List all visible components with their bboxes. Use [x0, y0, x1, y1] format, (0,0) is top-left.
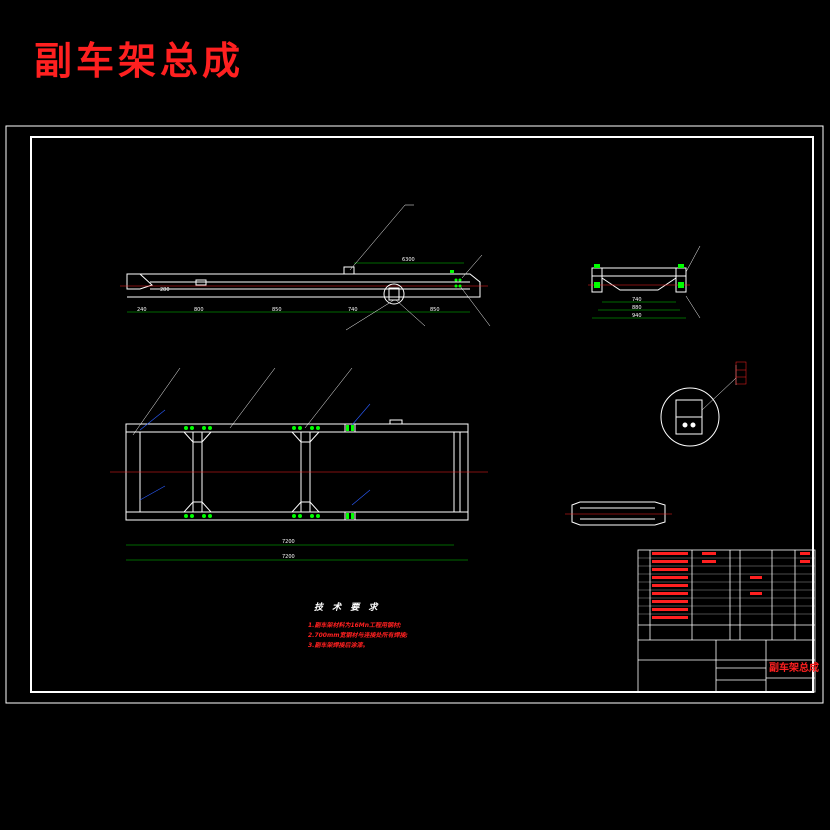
section-view: [565, 501, 672, 526]
tech-note-1: 1.副车架材料为16Mn工程用钢材;: [308, 622, 402, 629]
title-block-entries: [652, 552, 810, 619]
tech-note-2: 2.700mm宽钢材与连接处所有焊接;: [308, 632, 408, 639]
detail-circle-side: [383, 283, 405, 305]
title-block: [637, 549, 816, 693]
end-weld-marks: [594, 264, 684, 288]
end-dim-2: 880: [632, 305, 642, 311]
side-dim-6: 850: [430, 307, 440, 313]
end-dim-3: 940: [632, 313, 642, 319]
title-block-drawing-name: 副车架总成: [769, 661, 819, 674]
tech-notes-heading: 技 术 要 求: [314, 603, 381, 613]
side-dim-1: 240: [137, 307, 147, 313]
plan-dim-overall: 7200: [282, 554, 295, 560]
side-dim-3: 850: [272, 307, 282, 313]
side-view: [120, 204, 491, 331]
sheet-inner-border: [30, 136, 814, 693]
page-title: 副车架总成: [34, 38, 245, 83]
side-dim-5: 740: [348, 307, 358, 313]
plan-dim-inner: 7200: [282, 539, 295, 545]
plan-view: [110, 367, 488, 561]
sheet-outer-border: [5, 125, 824, 704]
side-weld-marks: [450, 270, 462, 288]
detail-view: [660, 361, 747, 447]
end-dim-1: 740: [632, 297, 642, 303]
title-block-rows: [638, 557, 815, 615]
side-dim-overall: 6300: [402, 257, 415, 263]
plan-weld-marks: [184, 425, 354, 519]
tech-notes: 技 术 要 求 1.副车架材料为16Mn工程用钢材; 2.700mm宽钢材与连接…: [308, 600, 468, 651]
side-dim-4: 280: [160, 287, 170, 293]
side-dim-2: 800: [194, 307, 204, 313]
tech-note-3: 3.副车架焊接后涂漆。: [308, 642, 369, 649]
